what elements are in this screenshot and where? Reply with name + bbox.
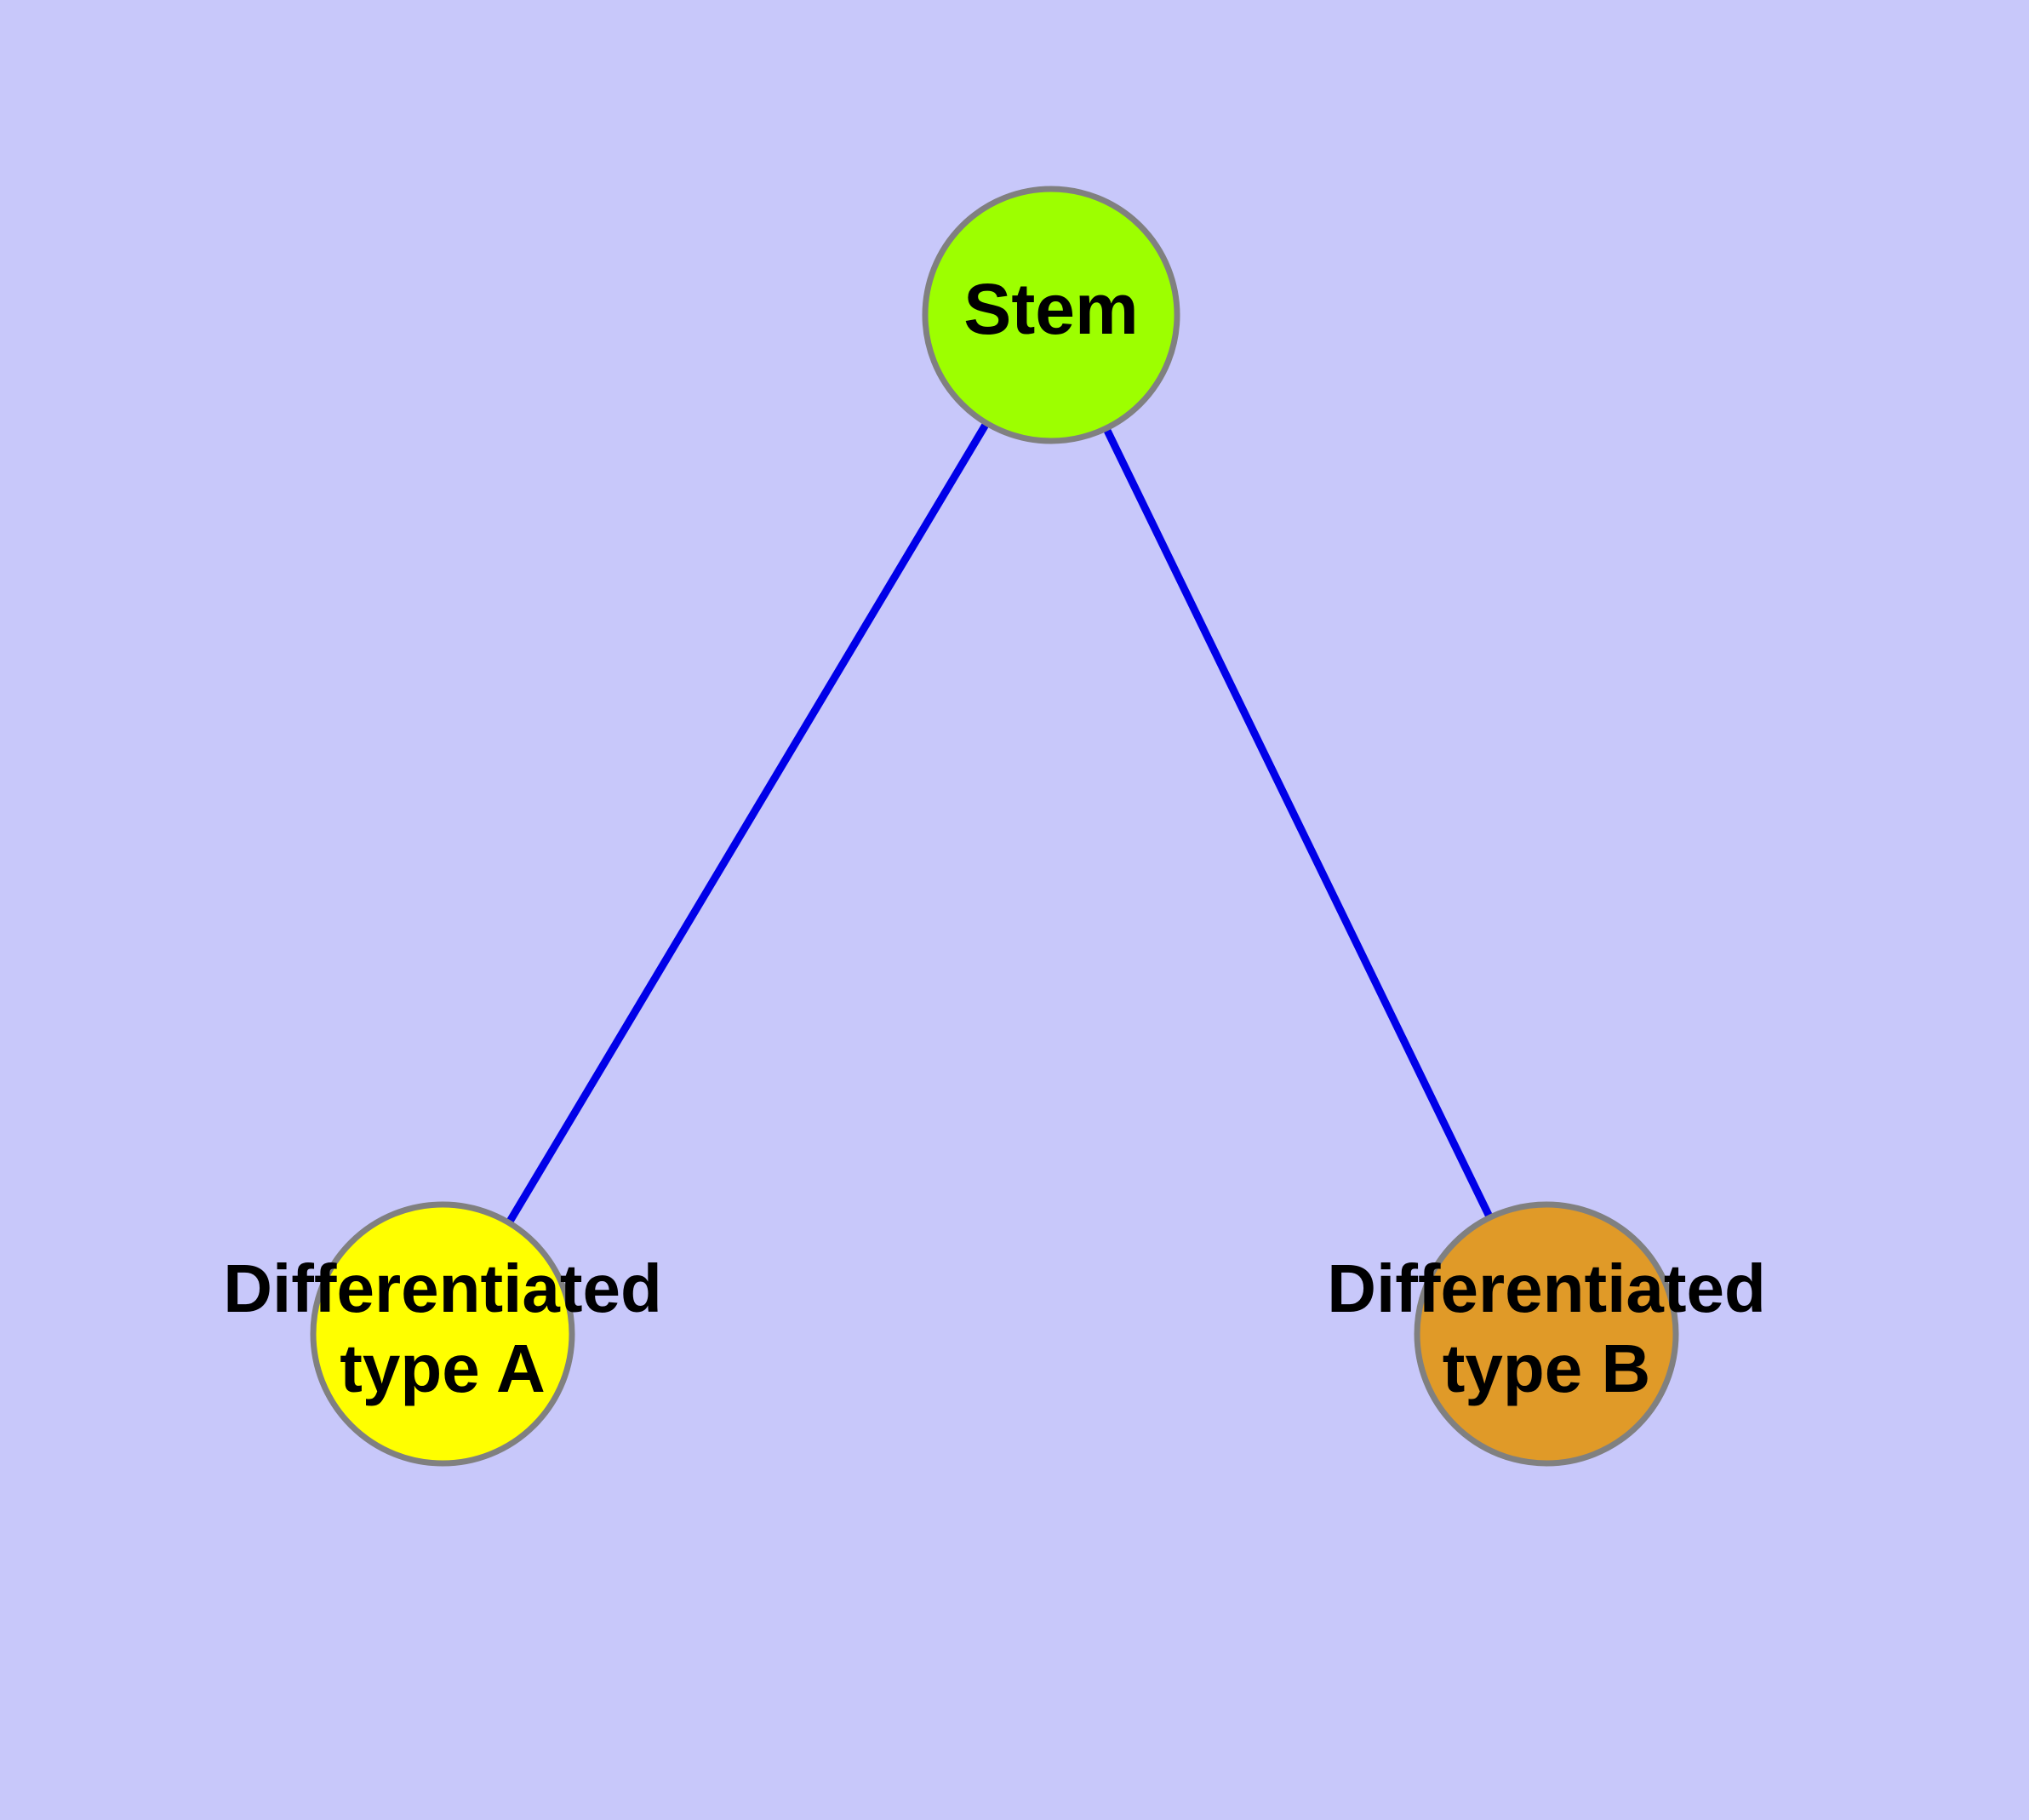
graph-node-diff_b[interactable] xyxy=(1414,1201,1679,1467)
edge-layer xyxy=(504,418,1495,1228)
node-layer xyxy=(310,186,1679,1467)
graph-node-diff_a[interactable] xyxy=(310,1201,575,1467)
graph-edge-stem-to-diff_a xyxy=(504,418,992,1228)
graph-edge-stem-to-diff_b xyxy=(1100,423,1495,1222)
graph-node-label-stem: Stem xyxy=(963,269,1138,349)
graph-node-label-line: type B xyxy=(1443,1331,1651,1406)
graph-node-stem[interactable] xyxy=(922,186,1180,444)
graph-node-label-line: Stem xyxy=(963,269,1138,349)
graph-node-label-line: Differentiated xyxy=(1327,1251,1766,1326)
graph-node-label-line: Differentiated xyxy=(223,1251,662,1326)
graph-node-label-line: type A xyxy=(340,1331,546,1406)
